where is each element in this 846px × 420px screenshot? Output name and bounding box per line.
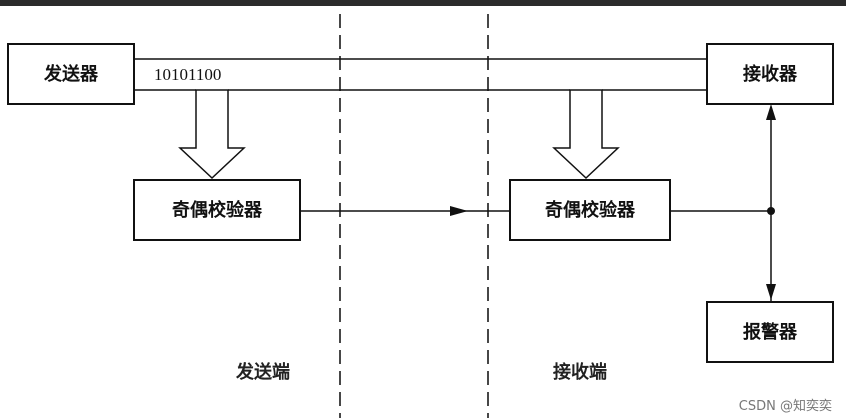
parity-arrowhead: [450, 206, 468, 216]
watermark-text: CSDN @知奕奕: [738, 399, 832, 414]
recv-side-label: 接收端: [553, 361, 607, 383]
sender-box: 发送器: [7, 43, 135, 105]
parity-checker-recv-label: 奇偶校验器: [545, 199, 636, 221]
sender-label: 发送器: [43, 63, 99, 85]
top-bar: [0, 0, 846, 6]
data-bits-label: 10101100: [154, 65, 221, 84]
send-side-label: 发送端: [235, 361, 290, 383]
arrowhead-up: [766, 104, 776, 120]
receiver-box: 接收器: [706, 43, 834, 105]
arrowhead-down: [766, 284, 776, 300]
parity-checker-send-label: 奇偶校验器: [172, 199, 263, 221]
parity-checker-send-box: 奇偶校验器: [133, 179, 301, 241]
parity-checker-recv-box: 奇偶校验器: [509, 179, 671, 241]
alarm-box: 报警器: [706, 301, 834, 363]
hollow-arrow-send: [178, 89, 246, 180]
hollow-arrow-recv: [552, 89, 620, 180]
alarm-label: 报警器: [743, 321, 798, 343]
receiver-label: 接收器: [743, 63, 798, 85]
